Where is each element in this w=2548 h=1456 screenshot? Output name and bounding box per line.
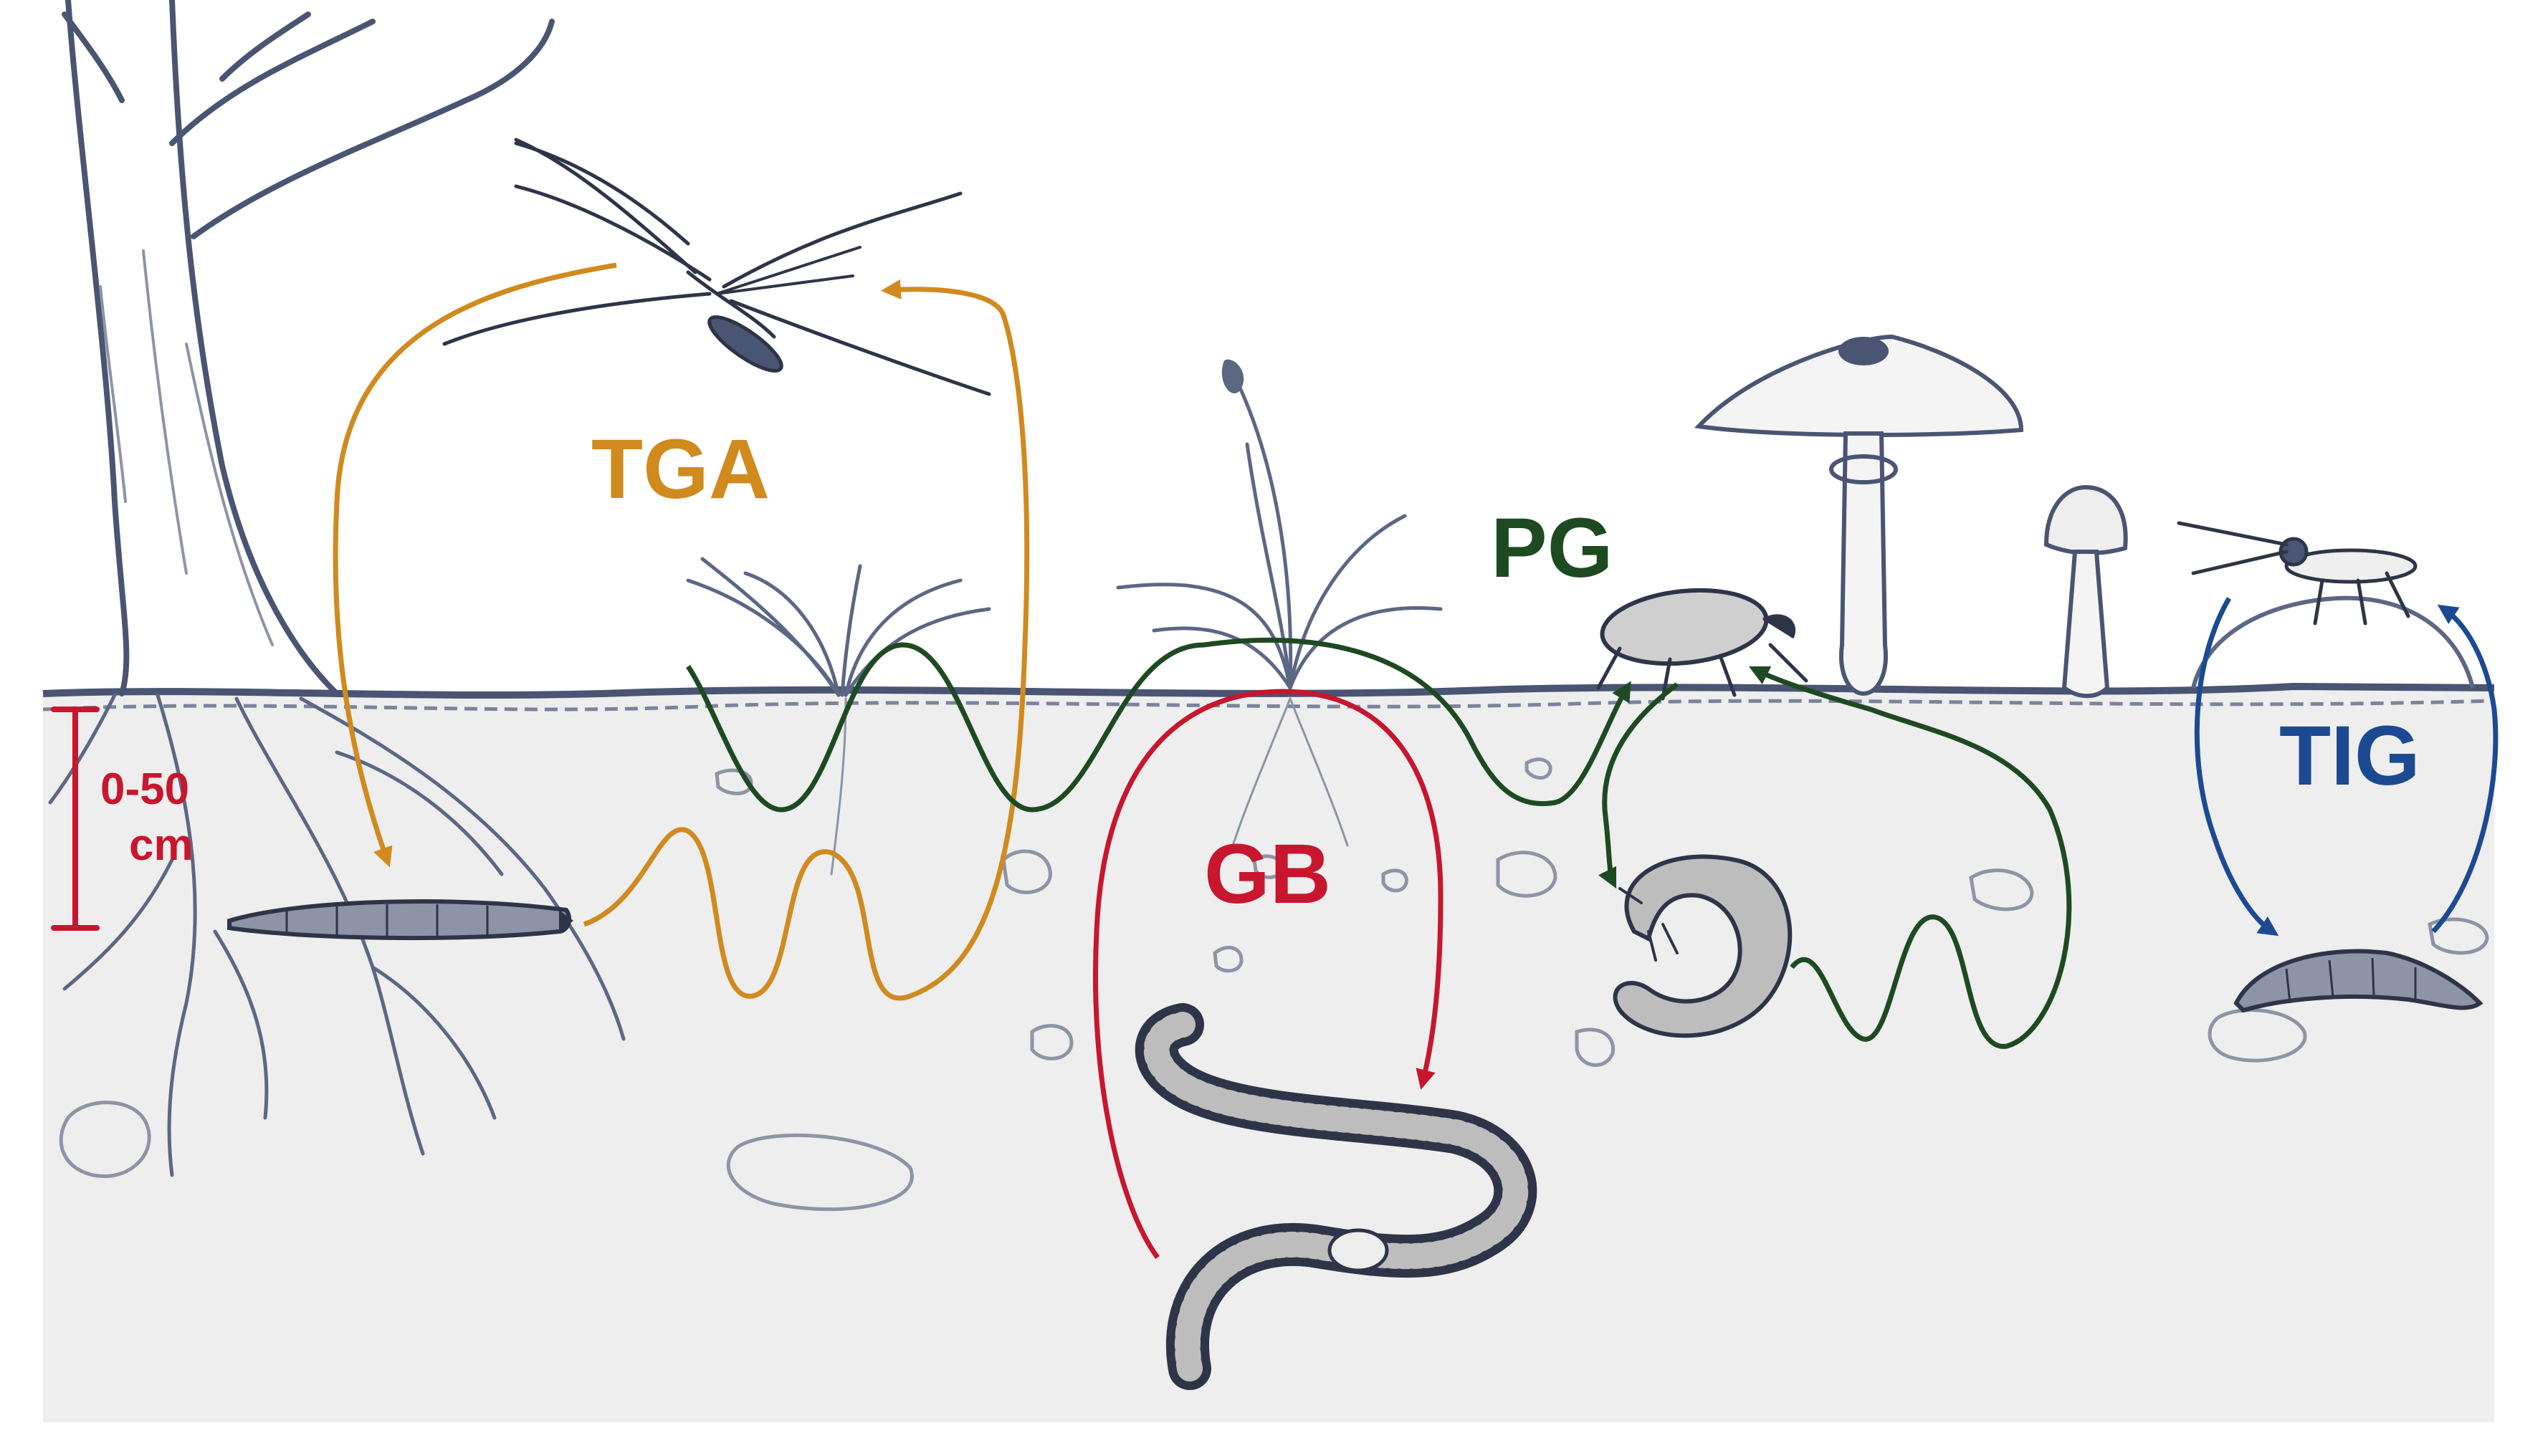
label-tig: TIG [2279, 709, 2420, 803]
tig-ascent-arrow [2431, 604, 2499, 934]
tree-roots [48, 693, 626, 1177]
soil-stones [59, 757, 2489, 1212]
pg-wavy-path [686, 637, 1631, 813]
soil-mound [2191, 595, 2475, 689]
gb-cycle-arrow [1092, 689, 1444, 1260]
wireworm-larva-illustration [227, 899, 573, 941]
soil-body [43, 688, 2494, 1422]
pg-grub-to-beetle-wavy-arrow [1748, 666, 2072, 1049]
beetle-illustration [1596, 588, 1808, 701]
crane-fly-illustration [442, 138, 991, 396]
label-tga: TGA [591, 422, 770, 517]
label-gb: GB [1204, 827, 1331, 921]
depth-scale-bar [51, 707, 100, 931]
tga-descent-arrow [333, 262, 617, 868]
label-pg: PG [1491, 501, 1613, 595]
white-grub-illustration [1613, 854, 1793, 1038]
tig-descent-arrow [2194, 597, 2279, 937]
leafy-plant-illustration [686, 557, 991, 876]
small-fly-illustration [2177, 521, 2418, 626]
tga-wavy-larval-path [583, 279, 1030, 1001]
tree-illustration [62, 0, 555, 696]
depth-value-label: 0-50 [100, 765, 189, 814]
pg-beetle-to-grub-arrow [1598, 682, 1679, 889]
small-larva-illustration [2233, 949, 2483, 1013]
depth-unit-label: cm [129, 820, 194, 870]
soil-surface-line [42, 682, 2495, 699]
large-mushroom-illustration [1694, 334, 2024, 696]
small-mushroom-illustration [2043, 484, 2128, 699]
earthworm-illustration [1135, 1003, 1537, 1390]
